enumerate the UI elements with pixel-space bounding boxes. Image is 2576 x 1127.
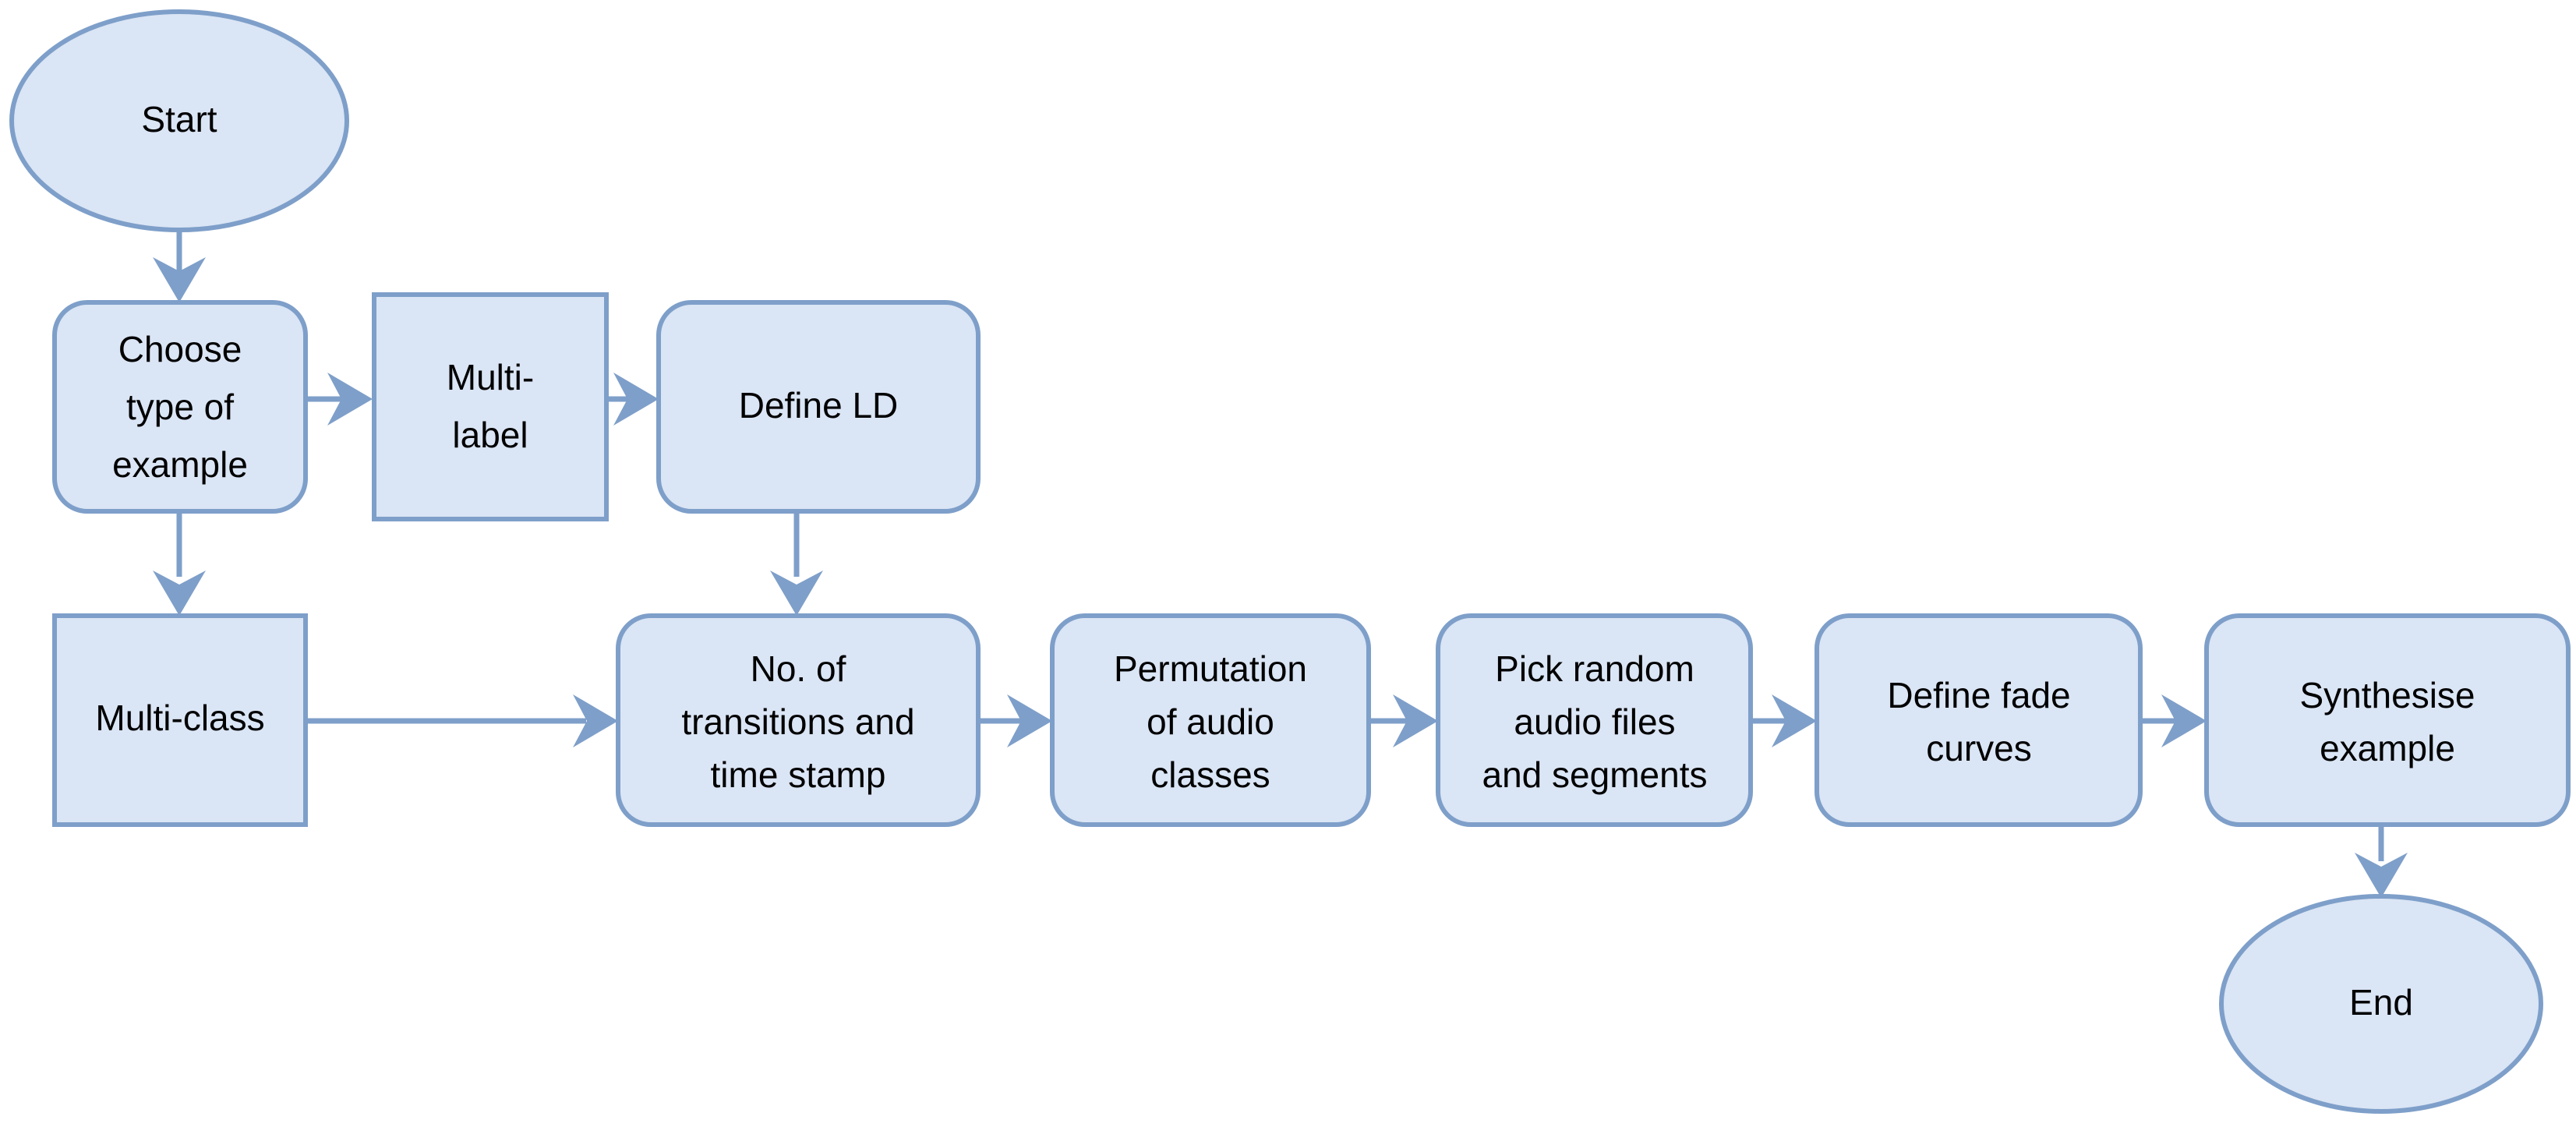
node-permutation-line-2: of audio [1147, 701, 1274, 742]
node-multi-class[interactable]: Multi-class [52, 613, 308, 827]
node-end[interactable]: End [2219, 894, 2543, 1114]
node-synthesise-line-1: Synthesise [2299, 675, 2475, 715]
node-transitions-line-2: transitions and [681, 701, 914, 742]
node-end-label: End [2349, 982, 2413, 1023]
node-multiclass-line-1: Multi-class [95, 698, 264, 738]
node-multilabel-line-1: Multi- [447, 357, 534, 397]
node-permutation-line-1: Permutation [1114, 648, 1307, 689]
node-start[interactable]: Start [9, 9, 349, 232]
node-permutation-line-3: classes [1150, 754, 1270, 795]
node-fade-line-1: Define fade [1887, 675, 2070, 715]
node-pickrandom-line-3: and segments [1482, 754, 1708, 795]
edge-multiclass-to-transitions [306, 694, 618, 747]
node-synthesise-example[interactable]: Synthesise example [2204, 613, 2571, 827]
node-synthesise-line-2: example [2320, 728, 2455, 768]
edge-synthesise-to-end [2355, 822, 2408, 898]
node-pick-random-audio-files[interactable]: Pick random audio files and segments [1436, 613, 1753, 827]
edge-permutation-to-pickrandom [1369, 694, 1438, 747]
edge-defineld-to-transitions [770, 511, 823, 616]
edge-choose-to-multiclass [153, 511, 206, 616]
node-transitions-and-time-stamp[interactable]: No. of transitions and time stamp [616, 613, 981, 827]
node-choose-line-3: example [112, 444, 248, 485]
node-transitions-line-3: time stamp [711, 754, 886, 795]
node-permutation-of-audio-classes[interactable]: Permutation of audio classes [1050, 613, 1371, 827]
edge-fade-to-synthesise [2140, 694, 2207, 747]
node-choose-line-2: type of [126, 387, 234, 427]
edge-multilabel-to-defineld [606, 373, 659, 426]
node-choose-type-of-example[interactable]: Choose type of example [52, 300, 308, 514]
node-fade-line-2: curves [1926, 728, 2031, 768]
node-pickrandom-line-2: audio files [1514, 701, 1675, 742]
edge-start-to-choose [153, 224, 206, 302]
node-choose-line-1: Choose [118, 329, 242, 369]
node-define-ld[interactable]: Define LD [656, 300, 981, 514]
edge-choose-to-multilabel [306, 373, 373, 426]
node-defineld-line-1: Define LD [739, 385, 899, 426]
node-transitions-line-1: No. of [751, 648, 846, 689]
edge-pickrandom-to-fade [1751, 694, 1817, 747]
node-multilabel-line-2: label [452, 415, 528, 455]
node-define-fade-curves[interactable]: Define fade curves [1815, 613, 2143, 827]
edge-transitions-to-permutation [979, 694, 1052, 747]
node-pickrandom-line-1: Pick random [1495, 648, 1694, 689]
node-multi-label[interactable]: Multi- label [372, 292, 609, 521]
node-start-label: Start [141, 99, 217, 140]
